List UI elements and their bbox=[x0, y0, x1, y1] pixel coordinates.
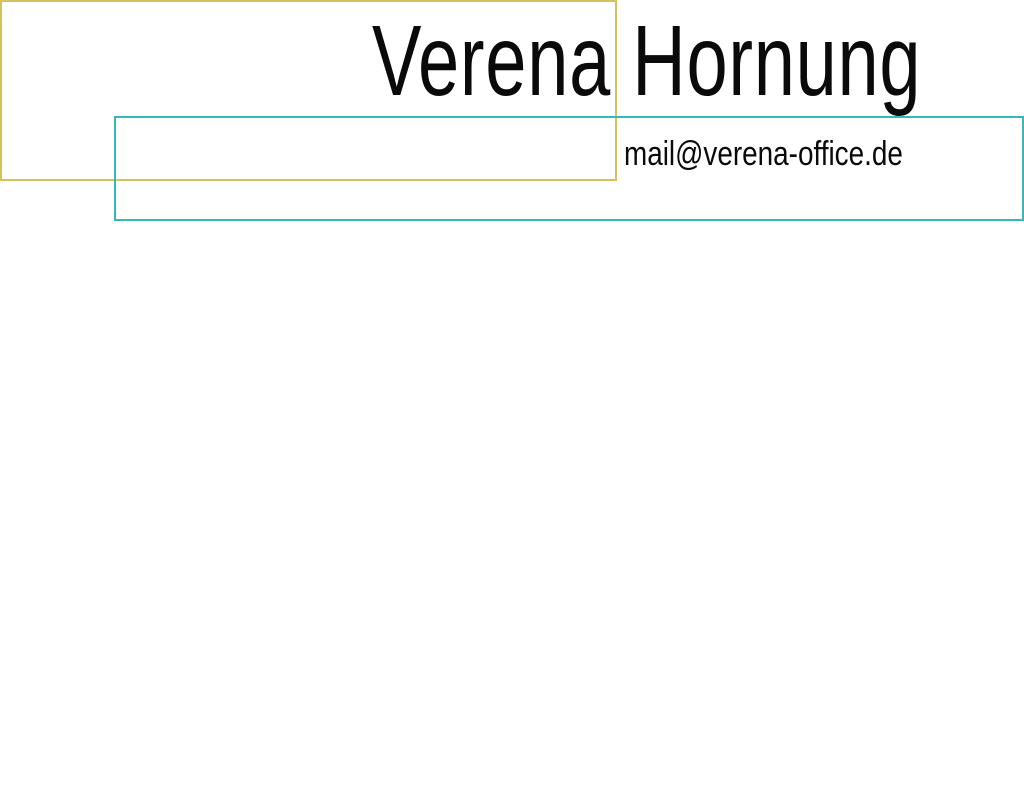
name-heading: Verena Hornung bbox=[372, 5, 922, 117]
email-address: mail@verena-office.de bbox=[624, 135, 903, 173]
gold-decorative-frame bbox=[0, 0, 617, 181]
teal-decorative-frame bbox=[114, 116, 1024, 221]
